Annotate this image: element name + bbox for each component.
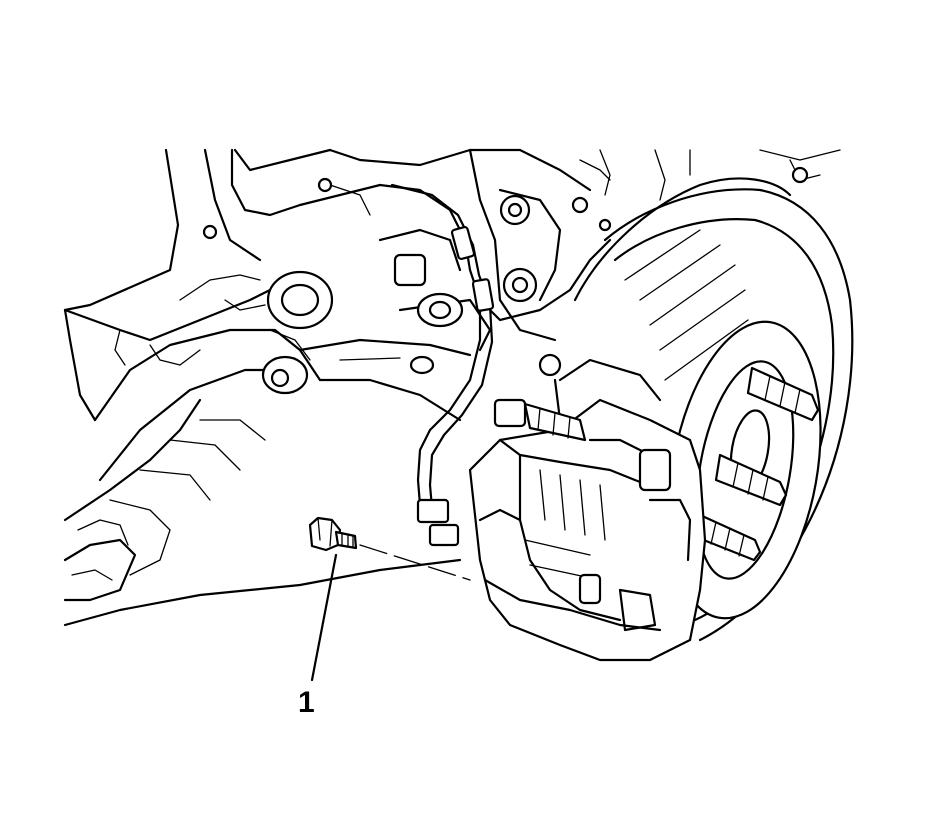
wheel-stud — [714, 453, 788, 507]
callout-leader-line — [310, 553, 338, 682]
knuckle-upper — [202, 148, 841, 352]
brake-caliper — [468, 353, 707, 662]
bolt — [308, 516, 358, 552]
callout-label-1: 1 — [298, 686, 315, 719]
bolt-alignment-line — [359, 544, 471, 581]
frame-structure — [63, 148, 472, 627]
brake-hose — [230, 148, 612, 547]
wheel-stud — [746, 366, 820, 422]
